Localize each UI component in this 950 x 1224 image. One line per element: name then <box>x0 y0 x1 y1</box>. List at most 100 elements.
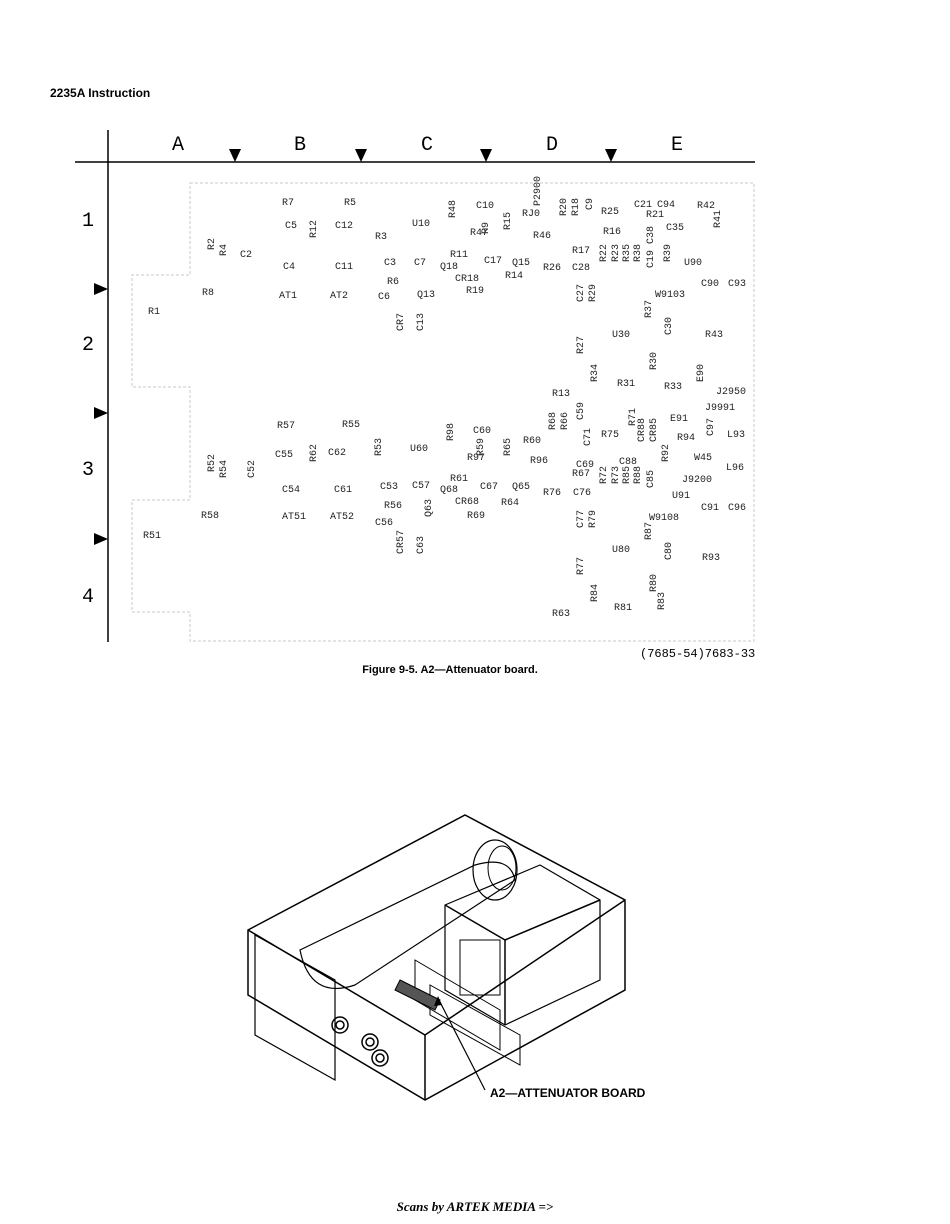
component-label: AT1 <box>279 291 297 302</box>
component-label-vertical: R79 <box>588 510 599 528</box>
component-label: C35 <box>666 223 684 234</box>
component-label-vertical: CR57 <box>396 530 407 554</box>
component-label-vertical: R80 <box>649 574 660 592</box>
component-label-vertical: C30 <box>664 317 675 335</box>
component-label: Q65 <box>512 482 530 493</box>
component-label: Q18 <box>440 262 458 273</box>
grid-column-label: B <box>294 134 306 157</box>
component-label: U91 <box>672 491 690 502</box>
component-label: R56 <box>384 501 402 512</box>
component-label: C5 <box>285 221 297 232</box>
component-label: R11 <box>450 250 468 261</box>
component-label: C61 <box>334 485 352 496</box>
component-label: R17 <box>572 246 590 257</box>
component-label: R31 <box>617 379 635 390</box>
component-label-vertical: R48 <box>448 200 459 218</box>
component-label-vertical: R35 <box>622 244 633 262</box>
component-label-vertical: R23 <box>611 244 622 262</box>
component-label: J9200 <box>682 475 712 486</box>
component-label-vertical: Q63 <box>424 499 435 517</box>
component-label: R14 <box>505 271 523 282</box>
component-label-vertical: R73 <box>611 466 622 484</box>
component-label: R5 <box>344 198 356 209</box>
component-label-vertical: R54 <box>219 460 230 478</box>
component-label-vertical: R30 <box>649 352 660 370</box>
component-label: C54 <box>282 485 300 496</box>
component-label-vertical: R20 <box>559 198 570 216</box>
component-label: R69 <box>467 511 485 522</box>
component-label-vertical: CR88 <box>637 418 648 442</box>
component-label: J9991 <box>705 403 735 414</box>
component-label: Q15 <box>512 258 530 269</box>
component-label-vertical: C63 <box>416 536 427 554</box>
component-label: Q13 <box>417 290 435 301</box>
component-label: J2950 <box>716 387 746 398</box>
component-label: W9108 <box>649 513 679 524</box>
component-label-vertical: R83 <box>657 592 668 610</box>
component-label: R97 <box>467 453 485 464</box>
component-label-vertical: R59 <box>476 438 487 456</box>
footer-note: Scans by ARTEK MEDIA => <box>396 1199 554 1214</box>
component-label: C93 <box>728 279 746 290</box>
component-label: R46 <box>533 231 551 242</box>
component-label: R96 <box>530 456 548 467</box>
component-label: C56 <box>375 518 393 529</box>
component-label: R67 <box>572 469 590 480</box>
component-label: CR18 <box>455 274 479 285</box>
component-label: R57 <box>277 421 295 432</box>
component-label-vertical: R2 <box>207 238 218 250</box>
component-label: C88 <box>619 457 637 468</box>
component-label: C7 <box>414 258 426 269</box>
component-label: R3 <box>375 232 387 243</box>
component-label-vertical: C27 <box>576 284 587 302</box>
component-label-vertical: R98 <box>446 423 457 441</box>
component-label: AT2 <box>330 291 348 302</box>
component-label: R60 <box>523 436 541 447</box>
component-label: C96 <box>728 503 746 514</box>
component-label: R94 <box>677 433 695 444</box>
component-label: C12 <box>335 221 353 232</box>
component-label-vertical: R92 <box>661 444 672 462</box>
component-label: U10 <box>412 219 430 230</box>
component-label: C55 <box>275 450 293 461</box>
component-label-vertical: R22 <box>599 244 610 262</box>
component-label: R55 <box>342 420 360 431</box>
component-label: Q68 <box>440 485 458 496</box>
component-label: AT51 <box>282 512 306 523</box>
grid-row-label: 3 <box>82 459 94 482</box>
component-label-vertical: R41 <box>713 210 724 228</box>
component-label: R33 <box>664 382 682 393</box>
component-label: C53 <box>380 482 398 493</box>
component-label: R19 <box>466 286 484 297</box>
component-label-vertical: R84 <box>590 584 601 602</box>
component-label: C67 <box>480 482 498 493</box>
component-label-vertical: C71 <box>583 428 594 446</box>
component-label-vertical: R38 <box>633 244 644 262</box>
component-label: C4 <box>283 262 295 273</box>
component-label-vertical: R18 <box>571 198 582 216</box>
component-label: C21 <box>634 200 652 211</box>
component-label: C10 <box>476 201 494 212</box>
component-label: R76 <box>543 488 561 499</box>
component-label-vertical: P2900 <box>533 176 544 206</box>
component-label-vertical: C19 <box>646 250 657 268</box>
component-label-vertical: R39 <box>663 244 674 262</box>
component-label: R93 <box>702 553 720 564</box>
component-label: C17 <box>484 256 502 267</box>
component-label: C6 <box>378 292 390 303</box>
component-label: R7 <box>282 198 294 209</box>
component-label-vertical: R27 <box>576 336 587 354</box>
component-label: U80 <box>612 545 630 556</box>
component-label-vertical: R52 <box>207 454 218 472</box>
component-label: R63 <box>552 609 570 620</box>
callout-label: A2—ATTENUATOR BOARD <box>490 1086 646 1100</box>
component-label-vertical: R65 <box>503 438 514 456</box>
component-label-vertical: R87 <box>644 522 655 540</box>
component-label: C69 <box>576 460 594 471</box>
component-label: C91 <box>701 503 719 514</box>
component-label: C57 <box>412 481 430 492</box>
component-label: R75 <box>601 430 619 441</box>
component-label-vertical: E90 <box>696 364 707 382</box>
component-label-vertical: R71 <box>628 408 639 426</box>
component-label-vertical: C9 <box>585 198 596 210</box>
